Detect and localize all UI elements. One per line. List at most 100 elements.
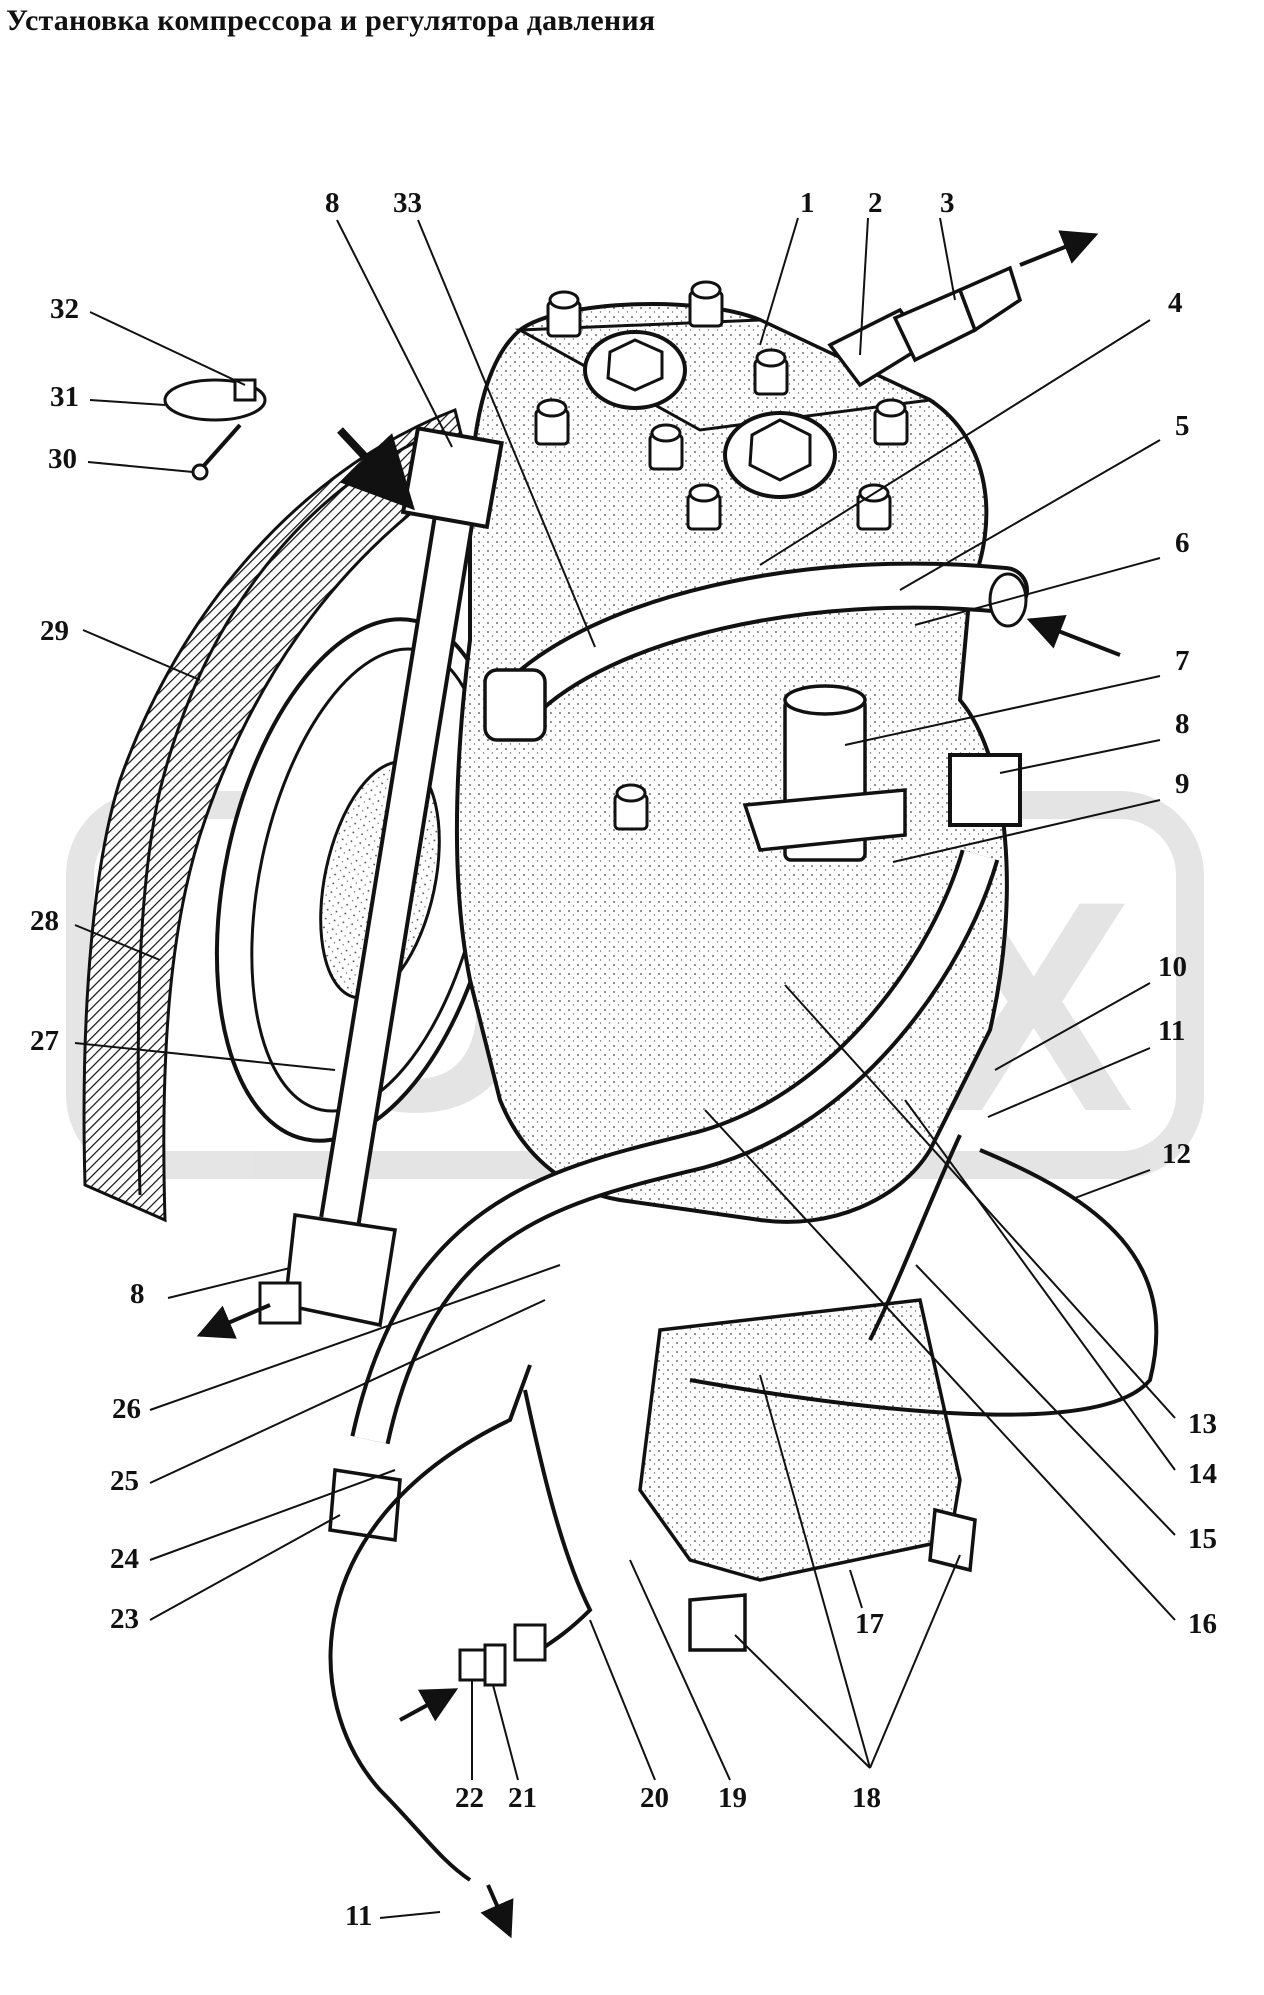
washer-21 [483, 1643, 507, 1687]
leader-line-8 [336, 219, 453, 448]
leader-line-24 [149, 1469, 396, 1561]
callout-18: 18 [852, 1782, 881, 1814]
callout-10: 10 [1158, 951, 1187, 983]
bolt [686, 483, 722, 531]
leader-line-32 [89, 311, 246, 386]
leader-line-9 [892, 799, 1161, 863]
callout-27: 27 [30, 1025, 59, 1057]
leader-line-10 [994, 982, 1151, 1071]
bolt [648, 423, 684, 471]
bolt [688, 280, 724, 328]
callout-8: 8 [1175, 708, 1190, 740]
leader-line-8 [167, 1267, 291, 1299]
bolt [613, 783, 649, 831]
leader-line-17 [849, 1569, 863, 1609]
leader-line-33 [417, 219, 596, 648]
bolt [534, 398, 570, 446]
callout-16: 16 [1188, 1608, 1217, 1640]
callout-19: 19 [718, 1782, 747, 1814]
callout-29: 29 [40, 615, 69, 647]
callout-8: 8 [130, 1278, 145, 1310]
leader-line-15 [915, 1264, 1176, 1536]
leader-line-16 [704, 1109, 1176, 1621]
leader-line-23 [149, 1514, 341, 1621]
leader-line-5 [899, 439, 1161, 591]
arrow-intake-icon [1026, 614, 1121, 657]
fitting-22 [458, 1648, 487, 1682]
arrow-coolant-out-icon [196, 1303, 271, 1339]
arrow-air-out-icon [480, 1884, 514, 1939]
small-parts [163, 378, 547, 1687]
leader-line-2 [859, 217, 869, 356]
nut-20 [513, 1623, 547, 1662]
callout-26: 26 [112, 1393, 141, 1425]
leader-line-3 [939, 217, 956, 301]
callout-2: 2 [868, 187, 883, 219]
page-title: Установка компрессора и регулятора давле… [6, 4, 656, 37]
leader-line-14 [904, 1099, 1176, 1471]
callout-11: 11 [345, 1900, 372, 1932]
leader-line-12 [1074, 1169, 1151, 1199]
coolant-tube-left [258, 426, 504, 1328]
callout-11: 11 [1158, 1015, 1185, 1047]
callout-23: 23 [110, 1603, 139, 1635]
callout-15: 15 [1188, 1523, 1217, 1555]
pressure-regulator [638, 1298, 977, 1652]
leader-line-1 [759, 217, 799, 346]
callout-6: 6 [1175, 527, 1190, 559]
leader-line-18 [734, 1634, 871, 1769]
callout-13: 13 [1188, 1408, 1217, 1440]
leader-line-8 [999, 739, 1161, 774]
callout-7: 7 [1175, 645, 1190, 677]
callout-28: 28 [30, 905, 59, 937]
callout-22: 22 [455, 1782, 484, 1814]
leader-line-7 [844, 675, 1161, 746]
leader-line-11 [987, 1047, 1151, 1118]
callout-9: 9 [1175, 768, 1190, 800]
flow-arrows [196, 230, 1121, 1939]
arrow-air-in-icon [399, 1688, 459, 1722]
callout-12: 12 [1162, 1138, 1191, 1170]
compressor-body [454, 301, 1009, 1224]
bolt [856, 483, 892, 531]
callout-4: 4 [1168, 287, 1183, 319]
callout-25: 25 [110, 1465, 139, 1497]
regulator-unit [742, 684, 907, 862]
clamp-screw-32 [233, 378, 257, 402]
arrow-outlet-icon [1019, 230, 1099, 267]
callout-24: 24 [110, 1543, 139, 1575]
callout-33: 33 [393, 187, 422, 219]
leader-line-11 [379, 1911, 441, 1919]
leader-line-21 [492, 1684, 519, 1781]
callout-3: 3 [940, 187, 955, 219]
leader-line-18 [759, 1374, 871, 1769]
leader-line-6 [914, 557, 1161, 626]
intake-hose [483, 561, 1029, 742]
callout-1: 1 [800, 187, 815, 219]
head-bolts [534, 280, 909, 831]
bolt [753, 348, 789, 396]
leader-line-18 [869, 1554, 961, 1769]
bolt [873, 398, 909, 446]
bolt-30 [198, 423, 242, 472]
callout-8: 8 [325, 187, 340, 219]
callout-32: 32 [50, 293, 79, 325]
bolt [546, 290, 582, 338]
leader-line-31 [89, 399, 166, 406]
callout-31: 31 [50, 381, 79, 413]
callout-30: 30 [48, 443, 77, 475]
leader-line-25 [149, 1299, 546, 1484]
callout-17: 17 [855, 1608, 884, 1640]
callout-20: 20 [640, 1782, 669, 1814]
leader-line-26 [149, 1264, 561, 1411]
leader-line-19 [629, 1559, 731, 1781]
callout-14: 14 [1188, 1458, 1217, 1490]
leader-line-27 [74, 1042, 336, 1071]
leader-lines [74, 217, 1176, 1919]
arrow-clamp-icon [337, 427, 415, 511]
air-pipes [328, 1134, 1159, 1882]
leader-line-29 [82, 629, 201, 681]
leader-line-4 [759, 319, 1151, 566]
